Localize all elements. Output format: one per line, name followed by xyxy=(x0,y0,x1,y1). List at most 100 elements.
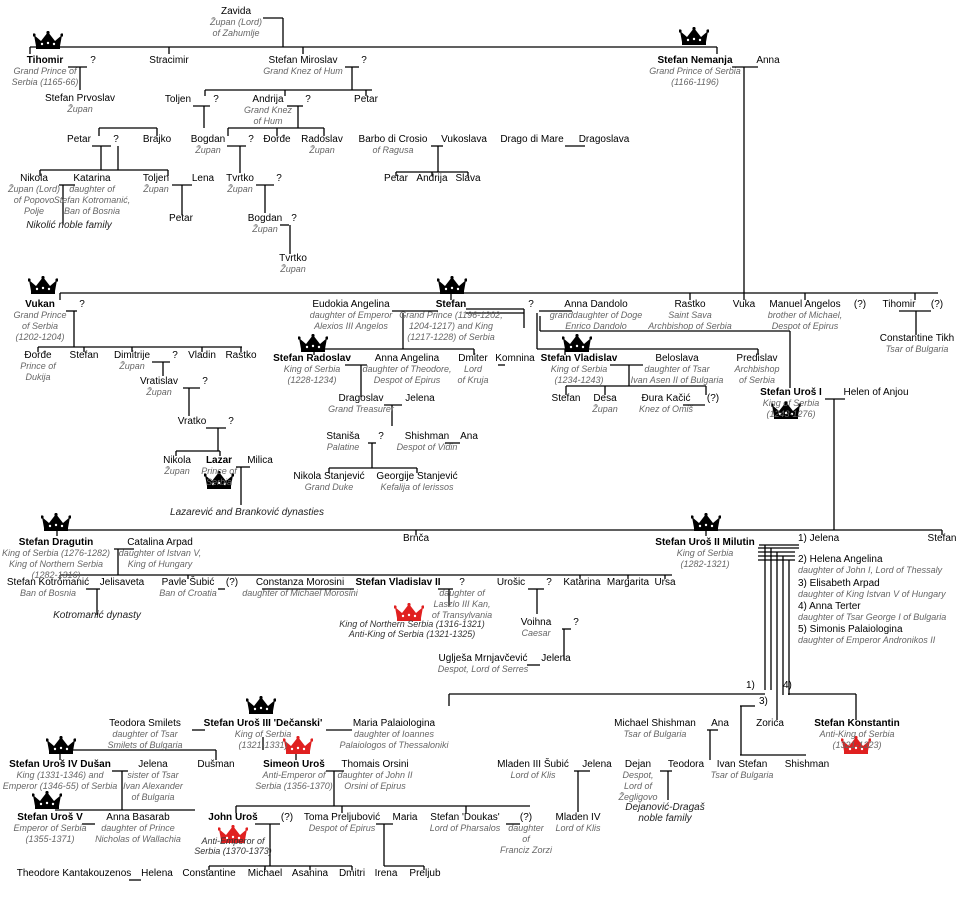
person-name: Stefan Uroš II Milutin xyxy=(655,537,755,548)
person-name: Đura Kačić xyxy=(641,393,691,404)
person-name: ? xyxy=(248,134,254,145)
person-name: ? xyxy=(528,299,534,310)
person-title: Lord of Klis xyxy=(555,823,601,833)
person-name: Ursa xyxy=(654,577,676,588)
person-title: (1166-1196) xyxy=(671,77,719,87)
person-title: 1204-1217) and King xyxy=(408,321,494,331)
person-djura_w: (?) xyxy=(707,393,719,404)
person-title: Župan xyxy=(164,466,190,476)
wife-name: 4) Anna Terter xyxy=(798,601,861,612)
person-preljub: Preljub xyxy=(409,868,440,879)
person-dimitrije_w: ? xyxy=(172,350,178,361)
person-name: (?) xyxy=(706,393,720,404)
person-name: Tvrtko xyxy=(226,173,254,184)
person-ursa: Ursa xyxy=(654,577,675,588)
person-constantine: Constantine xyxy=(182,868,235,879)
person-name: John Uroš xyxy=(208,812,258,823)
person-title: Caesar xyxy=(521,628,551,638)
person-name: Brajko xyxy=(142,134,172,145)
person-name: Jelena xyxy=(541,653,571,664)
person-name: Stefan Uroš I xyxy=(760,387,822,398)
person-name: Constantine Tikh xyxy=(879,333,955,344)
person-name: Jelisaveta xyxy=(99,577,145,588)
person-title: (1282-1321) xyxy=(680,559,730,569)
person-petar_m: Petar xyxy=(354,94,378,105)
person-name: Zorica xyxy=(756,718,784,729)
person-title: King of Serbia xyxy=(550,364,608,374)
person-name: Bogdan xyxy=(190,134,226,145)
person-name: Stefan xyxy=(69,350,99,361)
person-name: ? xyxy=(228,416,234,427)
person-title: Prince of xyxy=(201,466,237,476)
person-name: Ana xyxy=(711,718,729,729)
person-michael: Michael xyxy=(248,868,282,879)
person-name: Petar xyxy=(354,94,378,105)
person-title: Prince of xyxy=(20,361,56,371)
person-title: Grand Prince of xyxy=(13,66,77,76)
person-name: ? xyxy=(305,94,311,105)
person-title: Alexios III Angelos xyxy=(314,321,388,331)
person-title: Grand Duke xyxy=(304,482,354,492)
person-manuel_w: (?) xyxy=(854,299,866,310)
person-name: Radoslav xyxy=(301,134,343,145)
person-title: daughter of Theodore, xyxy=(362,364,452,374)
person-name: Theodore Kantakouzenos xyxy=(16,868,132,879)
person-jelena_m: Jelena xyxy=(582,759,611,770)
person-name: Andrija xyxy=(416,173,448,184)
person-name: Toljen xyxy=(142,173,170,184)
person-name: Dmiter xyxy=(458,353,488,364)
person-anna_n: Anna xyxy=(756,55,779,66)
person-name: ? xyxy=(213,94,219,105)
person-asanina: Asanina xyxy=(292,868,328,879)
person-title: King (1331-1346) and xyxy=(16,770,104,780)
person-title: Ivan Alexander xyxy=(123,781,183,791)
person-title: (1321-1331) xyxy=(238,740,288,750)
person-vukoslava: Vukoslava xyxy=(441,134,487,145)
person-title: granddaughter of Doge xyxy=(549,310,643,320)
crown-icon xyxy=(678,26,710,50)
person-name: Stefan Kotromanić xyxy=(6,577,90,588)
crown-icon xyxy=(32,30,64,54)
person-stefan_doukas: Stefan 'Doukas'Lord of Pharsalos xyxy=(430,812,501,834)
person-title: Dukija xyxy=(25,372,51,382)
person-name: Dušman xyxy=(197,759,235,770)
person-title: (1321-1323) xyxy=(832,740,882,750)
wife-title: daughter of Emperor Andronikos II xyxy=(798,635,936,645)
person-name: Constanza Morosini xyxy=(255,577,345,588)
person-name: Stefan Uroš V xyxy=(17,812,83,823)
person-djordje: Đorđe xyxy=(263,134,290,145)
person-name: (?) xyxy=(930,299,944,310)
person-title: Despot, xyxy=(622,770,654,780)
person-name: Jelena xyxy=(405,393,435,404)
person-title: Anti-King of Serbia xyxy=(819,729,895,739)
person-name: Rastko xyxy=(225,350,257,361)
person-name: Desa xyxy=(593,393,617,404)
person-name: Đorđe xyxy=(263,134,291,145)
person-name: Preljub xyxy=(409,868,441,879)
anti-king-crown-icon xyxy=(282,735,314,759)
note-line: King of Northern Serbia (1316-1321) xyxy=(339,619,485,629)
note-line: Lazarević and Branković dynasties xyxy=(170,507,324,518)
person-name: Constantine xyxy=(182,868,236,879)
person-title: Lord of Pharsalos xyxy=(429,823,501,833)
person-name: Teodora xyxy=(667,759,705,770)
person-title: Župan xyxy=(119,361,145,371)
person-name: Urošic xyxy=(496,577,526,588)
person-name: Milica xyxy=(247,455,273,466)
person-title: Smilets of Bulgaria xyxy=(107,740,183,750)
person-name: Staniša xyxy=(326,431,360,442)
person-title: daughter of xyxy=(69,184,115,194)
person-title: (1234-1243) xyxy=(554,375,604,385)
